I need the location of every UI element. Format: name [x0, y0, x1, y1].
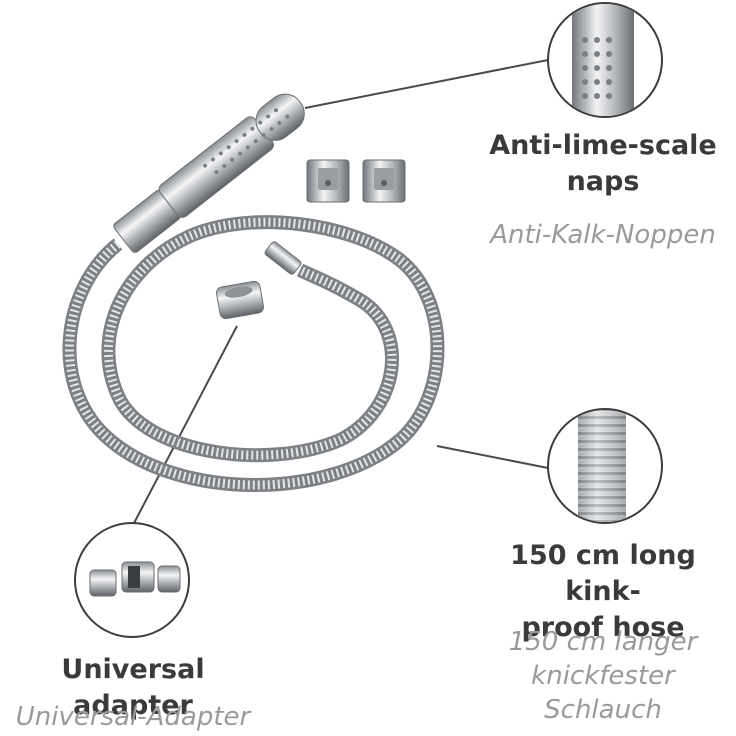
wall-bracket-right: [362, 159, 406, 203]
hose-coil: [62, 215, 445, 492]
hose-end-connector: [264, 241, 302, 275]
hose-zoom-circle: [547, 408, 663, 524]
adapter-piece: [216, 280, 264, 320]
hose-label-de-line3: Schlauch: [544, 695, 662, 725]
adapter-label-de-line1: Universal-Adapter: [15, 702, 251, 732]
hose-callout-line: [436, 445, 549, 469]
hose-label-de: 150 cm langer knickfester Schlauch: [470, 625, 736, 727]
hose-label-de-line2: knickfester: [531, 661, 675, 691]
naps-label-de-line1: Anti-Kalk-Noppen: [490, 220, 716, 250]
hose-label-de-line1: 150 cm langer: [508, 627, 698, 657]
adapter-callout-line: [131, 325, 238, 528]
adapter-zoom-circle: [74, 522, 190, 638]
naps-label-de: Anti-Kalk-Noppen: [470, 218, 736, 252]
hose-label-en: 150 cm long kink- proof hose: [470, 538, 736, 646]
naps-label-en-line1: Anti-lime-scale: [489, 130, 717, 161]
naps-callout-line: [304, 59, 549, 109]
hose-label-en-line2: proof hose: [521, 612, 685, 643]
naps-zoom-circle: [547, 2, 663, 118]
naps-label-en-line2: naps: [566, 166, 640, 197]
shower-handle: [113, 93, 305, 253]
naps-label-en: Anti-lime-scale naps: [470, 128, 736, 200]
hose-label-en-line1: 150 cm long kink-: [510, 540, 696, 607]
wall-bracket-left: [306, 159, 350, 203]
adapter-label-de: Universal-Adapter: [0, 700, 266, 734]
adapter-label-en: Universal adapter: [0, 652, 266, 724]
callout-lines: [131, 59, 549, 528]
adapter-label-en-line1: Universal adapter: [61, 654, 205, 721]
